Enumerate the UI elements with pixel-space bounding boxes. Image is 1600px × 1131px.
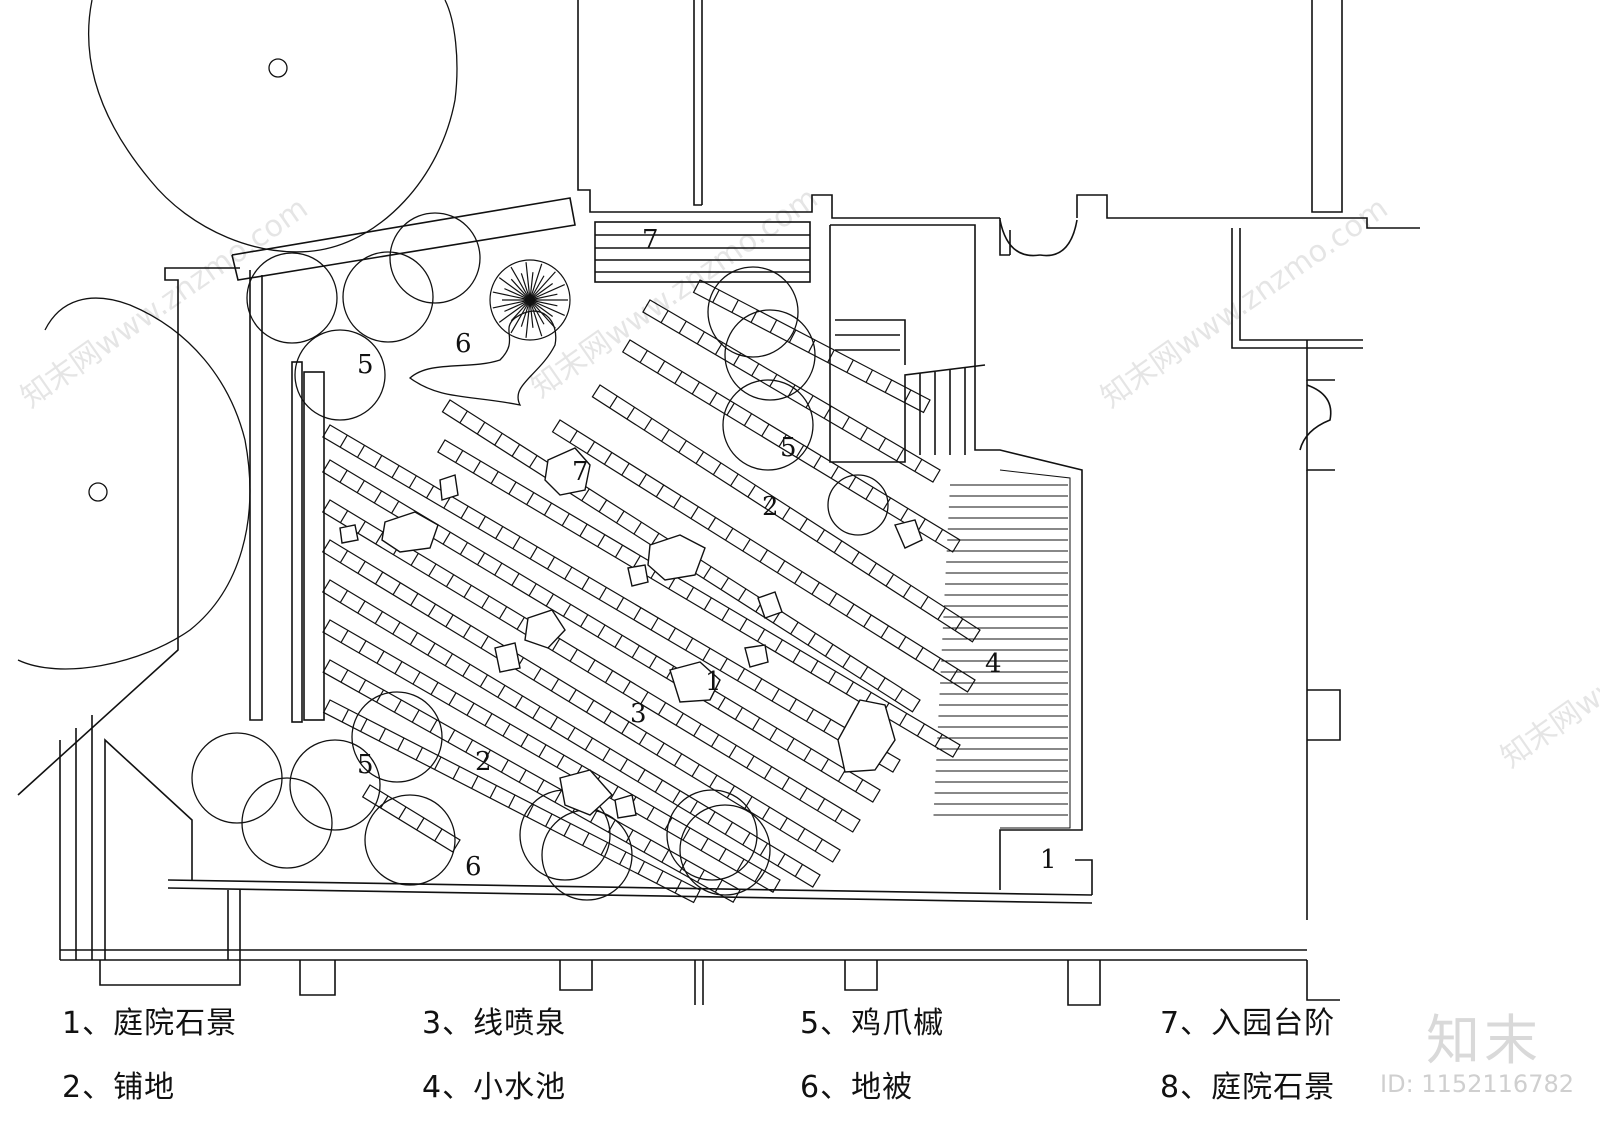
- zone-label: 6: [465, 852, 482, 882]
- zone-label: 4: [985, 649, 1002, 679]
- zone-label: 6: [455, 329, 472, 359]
- ground-cover: [408, 310, 557, 406]
- zone-label: 2: [475, 747, 492, 777]
- tree-trunk-top: [268, 58, 288, 78]
- zone-label: 1: [1040, 845, 1057, 875]
- brand-watermark: 知末: [1426, 1009, 1542, 1072]
- large-trees: [17, 0, 458, 670]
- small-pool: [933, 469, 1071, 829]
- paving-strips: [321, 279, 981, 904]
- tree-trunk-left: [88, 482, 108, 502]
- zone-label: 1: [705, 667, 722, 697]
- tree-canopy-left: [17, 297, 251, 670]
- zone-number-labels: 6 5 7 7 5 2 4 1 3 2 5 6 1: [357, 225, 1057, 882]
- maple-tree-circles: [191, 212, 889, 901]
- brand-id-label: ID: 1152116782: [1380, 1070, 1574, 1098]
- zone-label: 3: [630, 699, 647, 729]
- zone-label: 2: [762, 492, 779, 522]
- legend-item: 5、鸡爪槭: [800, 1006, 945, 1041]
- zone-label: 5: [357, 350, 374, 380]
- legend-item: 7、入园台阶: [1160, 1006, 1336, 1041]
- zone-label: 7: [572, 457, 589, 487]
- legend-item: 8、庭院石景: [1160, 1070, 1336, 1105]
- zone-label: 5: [780, 433, 797, 463]
- tree-canopy-top: [87, 0, 458, 253]
- fan-palm: [489, 259, 571, 341]
- garden-rocks: [339, 447, 923, 819]
- zone-label: 5: [357, 750, 374, 780]
- legend-item: 4、小水池: [422, 1070, 567, 1105]
- legend-item: 2、铺地: [62, 1070, 176, 1105]
- legend-item: 3、线喷泉: [422, 1006, 567, 1041]
- legend-item: 1、庭院石景: [62, 1006, 238, 1041]
- legend-item: 6、地被: [800, 1070, 914, 1105]
- zone-label: 7: [642, 225, 659, 255]
